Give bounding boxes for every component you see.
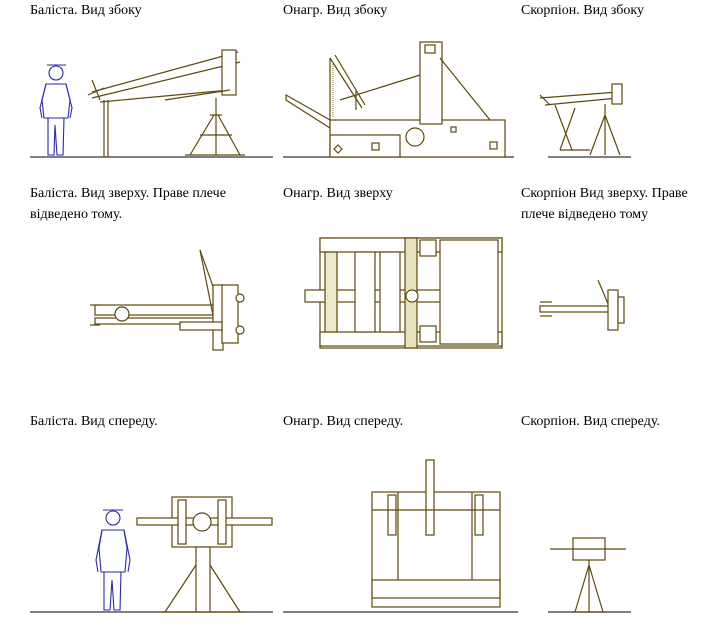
caption-onager-front: Онагр. Вид спереду.	[283, 414, 404, 429]
caption-onager-top: Онагр. Вид зверху	[283, 186, 393, 201]
ballista-side-drawing	[87, 49, 245, 157]
ballista-front-drawing	[136, 496, 273, 613]
caption-ballista-front: Баліста. Вид спереду.	[30, 414, 158, 429]
scorpion-top-drawing	[539, 279, 625, 331]
onager-front-drawing	[371, 459, 501, 608]
caption-scorpion-top: Скорпіон Вид зверху. Праве плече відведе…	[521, 186, 688, 222]
ballista-top-drawing	[90, 249, 245, 351]
human-figure-side	[39, 64, 73, 156]
caption-ballista-side: Баліста. Вид збоку	[30, 3, 142, 18]
onager-top-drawing	[304, 237, 503, 349]
human-figure-front	[95, 509, 131, 611]
caption-ballista-top: Баліста. Вид зверху. Праве плече відведе…	[30, 186, 226, 222]
caption-scorpion-front: Скорпіон. Вид спереду.	[521, 414, 660, 429]
scorpion-side-drawing	[539, 83, 623, 156]
onager-side-drawing	[285, 41, 506, 158]
caption-scorpion-side: Скорпіон. Вид збоку	[521, 3, 645, 18]
ground-lines	[30, 156, 631, 613]
caption-onager-side: Онагр. Вид збоку	[283, 3, 388, 18]
scorpion-front-drawing	[550, 537, 626, 613]
